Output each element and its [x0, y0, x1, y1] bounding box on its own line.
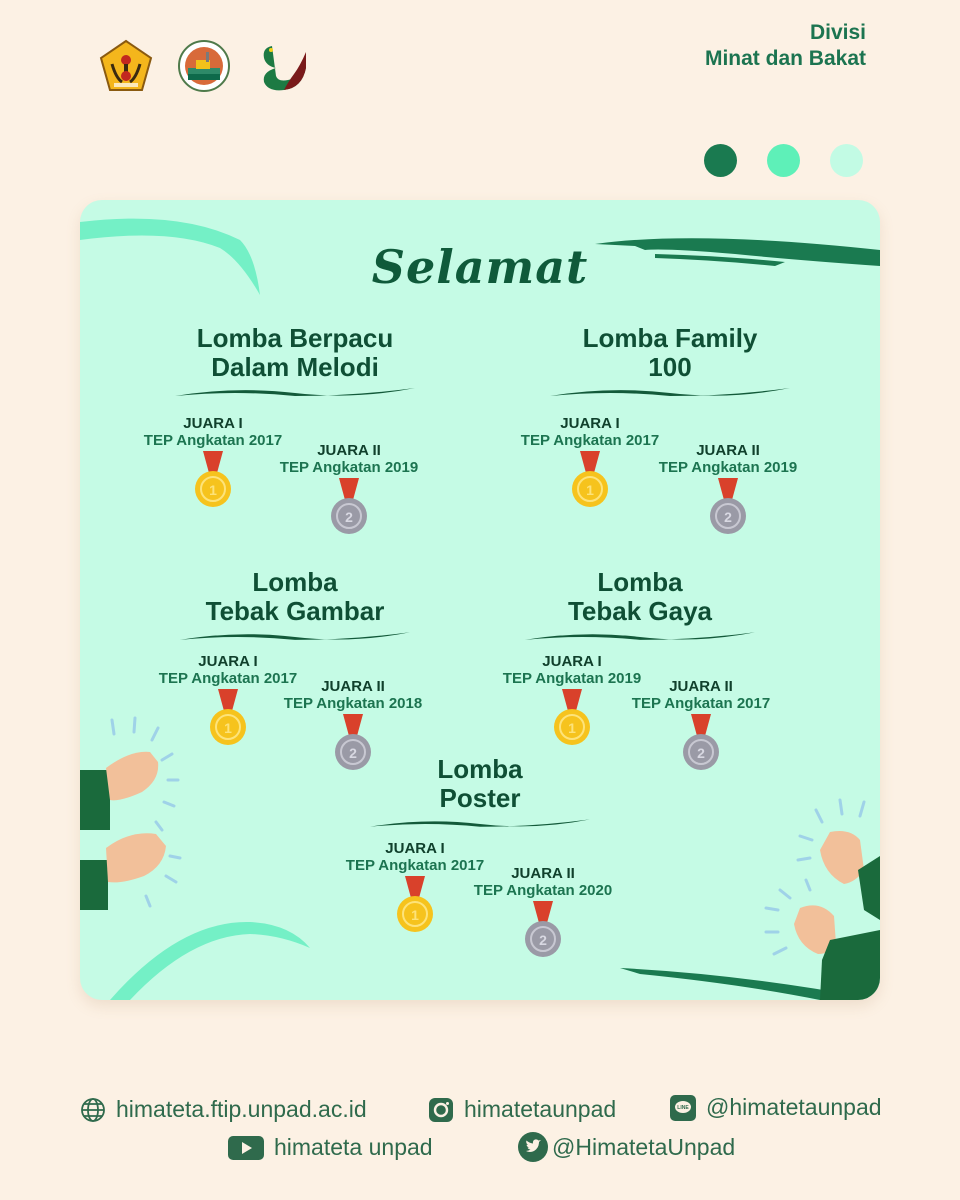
gold-medal-icon: 1 — [210, 689, 246, 745]
winner-second: JUARA II TEP Angkatan 2020 2 — [458, 865, 628, 959]
swoosh-divider — [525, 632, 755, 640]
svg-text:1: 1 — [224, 720, 232, 736]
line-text: @himatetaunpad — [706, 1094, 882, 1120]
himateta-logo — [254, 36, 310, 96]
brush-stroke-bottom-right — [620, 968, 870, 1000]
team-label: TEP Angkatan 2017 — [520, 432, 660, 449]
team-label: TEP Angkatan 2019 — [658, 459, 798, 476]
team-label: TEP Angkatan 2020 — [473, 882, 613, 899]
youtube-text: himateta unpad — [274, 1134, 433, 1160]
competition-family-100: Lomba Family 100 — [500, 324, 840, 400]
instagram-text: himatetaunpad — [464, 1096, 617, 1122]
instagram-icon — [428, 1097, 454, 1123]
rank-label: JUARA II — [321, 678, 385, 695]
winner-first: JUARA I TEP Angkatan 2017 1 — [128, 415, 298, 509]
gold-medal-icon: 1 — [195, 451, 231, 507]
logo-row — [98, 36, 310, 96]
rank-label: JUARA I — [183, 415, 243, 432]
silver-medal-icon: 2 — [331, 478, 367, 534]
swoosh-divider — [175, 388, 415, 396]
team-label: TEP Angkatan 2019 — [502, 670, 642, 687]
swoosh-divider — [180, 632, 410, 640]
svg-text:2: 2 — [724, 509, 732, 525]
website-text: himateta.ftip.unpad.ac.id — [116, 1096, 367, 1122]
svg-text:2: 2 — [349, 745, 357, 761]
svg-text:1: 1 — [568, 720, 576, 736]
line-icon: LINE — [670, 1094, 696, 1121]
svg-text:1: 1 — [586, 482, 594, 498]
winner-first: JUARA I TEP Angkatan 2017 1 — [505, 415, 675, 509]
rank-label: JUARA I — [198, 653, 258, 670]
youtube-link[interactable]: himateta unpad — [228, 1134, 433, 1161]
winner-first: JUARA I TEP Angkatan 2019 1 — [487, 653, 657, 747]
competition-title: Lomba Tebak Gaya — [567, 567, 713, 626]
dot-dark — [704, 144, 737, 177]
line-link[interactable]: LINE @himatetaunpad — [670, 1094, 882, 1121]
rank-label: JUARA I — [385, 840, 445, 857]
rank-label: JUARA I — [542, 653, 602, 670]
twitter-icon — [518, 1132, 548, 1162]
swoosh-divider — [550, 388, 790, 396]
silver-medal-icon: 2 — [335, 714, 371, 770]
team-label: TEP Angkatan 2017 — [158, 670, 298, 687]
svg-text:2: 2 — [345, 509, 353, 525]
gold-medal-icon: 1 — [572, 451, 608, 507]
silver-medal-icon: 2 — [525, 901, 561, 957]
team-label: TEP Angkatan 2018 — [283, 695, 423, 712]
rank-label: JUARA II — [669, 678, 733, 695]
congratulations-card: Selamat Lomba Berpacu Dalam Melodi JUARA… — [80, 200, 880, 1000]
dot-light — [830, 144, 863, 177]
competition-title: Lomba Poster — [437, 754, 523, 813]
dot-medium — [767, 144, 800, 177]
competition-title: Lomba Berpacu Dalam Melodi — [196, 323, 394, 382]
silver-medal-icon: 2 — [710, 478, 746, 534]
team-label: TEP Angkatan 2017 — [143, 432, 283, 449]
division-title: Divisi Minat dan Bakat — [705, 20, 866, 72]
clapping-hands-right-icon — [764, 798, 880, 1000]
division-line1: Divisi — [809, 21, 866, 44]
twitter-link[interactable]: @HimatetaUnpad — [518, 1132, 735, 1162]
competition-title: Lomba Tebak Gambar — [205, 567, 385, 626]
winner-second: JUARA II TEP Angkatan 2018 2 — [268, 678, 438, 772]
team-label: TEP Angkatan 2017 — [345, 857, 485, 874]
swoosh-divider — [370, 819, 590, 827]
rank-label: JUARA II — [696, 442, 760, 459]
winner-second: JUARA II TEP Angkatan 2019 2 — [643, 442, 813, 536]
competition-tebak-gaya: Lomba Tebak Gaya — [470, 568, 810, 644]
rank-label: JUARA II — [317, 442, 381, 459]
rank-label: JUARA II — [511, 865, 575, 882]
winner-second: JUARA II TEP Angkatan 2017 2 — [616, 678, 786, 772]
winner-first: JUARA I TEP Angkatan 2017 1 — [330, 840, 500, 934]
globe-icon — [80, 1097, 106, 1123]
website-link[interactable]: himateta.ftip.unpad.ac.id — [80, 1096, 367, 1123]
gold-medal-icon: 1 — [554, 689, 590, 745]
division-line2: Minat dan Bakat — [704, 47, 866, 70]
svg-text:2: 2 — [539, 932, 547, 948]
competition-berpacu-dalam-melodi: Lomba Berpacu Dalam Melodi — [125, 324, 465, 400]
gold-medal-icon: 1 — [397, 876, 433, 932]
team-label: TEP Angkatan 2017 — [631, 695, 771, 712]
svg-text:1: 1 — [209, 482, 217, 498]
youtube-icon — [228, 1135, 264, 1161]
competition-tebak-gambar: Lomba Tebak Gambar — [125, 568, 465, 644]
ftip-logo — [176, 36, 232, 96]
competition-title: Lomba Family 100 — [582, 323, 758, 382]
rank-label: JUARA I — [560, 415, 620, 432]
card-title: Selamat — [371, 240, 589, 294]
competition-poster: Lomba Poster — [310, 755, 650, 831]
brush-stroke-bottom-left — [110, 921, 310, 1000]
svg-text:LINE: LINE — [677, 1105, 689, 1111]
winner-first: JUARA I TEP Angkatan 2017 1 — [143, 653, 313, 747]
unpad-logo — [98, 36, 154, 96]
twitter-text: @HimatetaUnpad — [552, 1133, 736, 1160]
svg-text:2: 2 — [697, 745, 705, 761]
instagram-link[interactable]: himatetaunpad — [428, 1096, 616, 1123]
team-label: TEP Angkatan 2019 — [279, 459, 419, 476]
silver-medal-icon: 2 — [683, 714, 719, 770]
pagination-dots — [704, 144, 863, 177]
winner-second: JUARA II TEP Angkatan 2019 2 — [264, 442, 434, 536]
svg-text:1: 1 — [411, 907, 419, 923]
